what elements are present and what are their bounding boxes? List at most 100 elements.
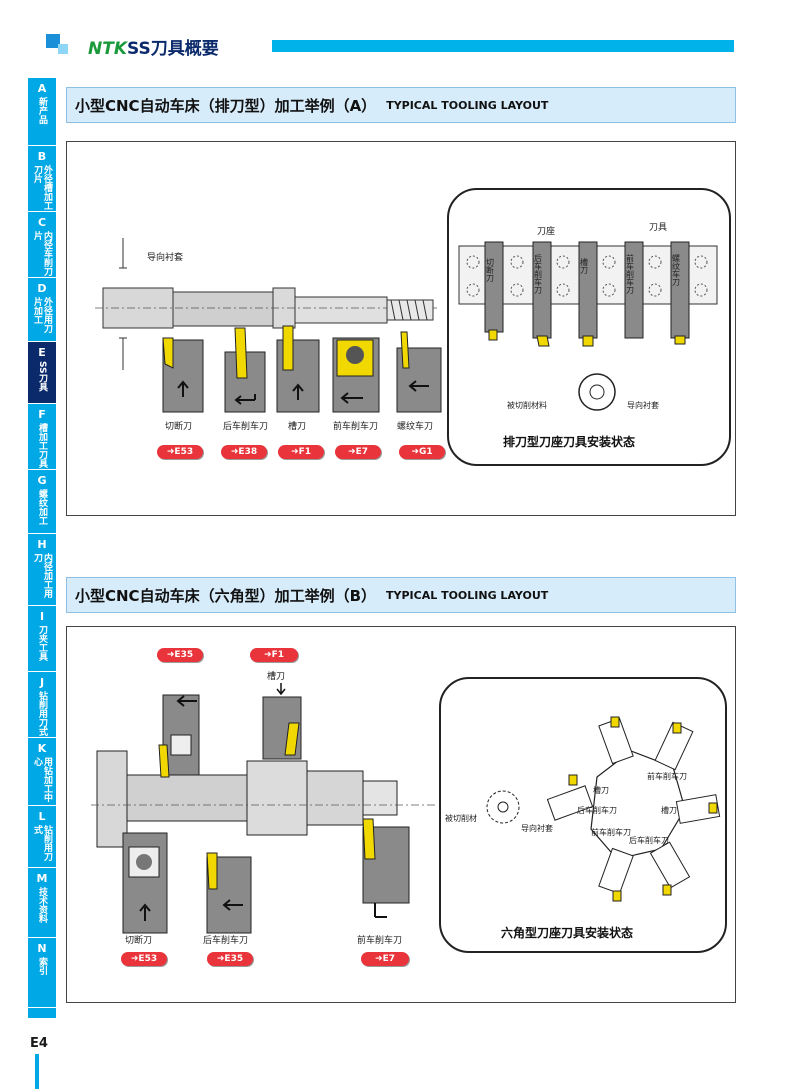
spindle xyxy=(91,750,437,848)
sidebar-tab-text: 内径加工用刀 xyxy=(32,553,52,598)
brand-name: NTK xyxy=(88,39,127,59)
turret-tool-1: 槽刀 xyxy=(593,785,609,795)
sidebar-tab-letter: D xyxy=(37,282,47,295)
sidebar-tab-b[interactable]: B 外径槽加工刀片 xyxy=(28,146,56,212)
ref-badge-a2[interactable]: ➜ E38 xyxy=(221,445,267,459)
sidebar-tab-text: 用钻加工中心 xyxy=(32,757,52,802)
ref-badge-a3[interactable]: ➜ F1 xyxy=(278,445,324,459)
section-b-caption: 六角型刀座刀具安装状态 xyxy=(501,925,633,940)
tool-label-4: 前车削车刀 xyxy=(333,420,378,432)
turret-tool-3: 槽刀 xyxy=(661,805,677,815)
ref-badge-a5[interactable]: ➜ G1 xyxy=(399,445,445,459)
section-a-diagram: 导向衬套 切断刀 后车削车刀 槽 xyxy=(95,238,442,432)
gang-tool-2: 后车削车刀 xyxy=(534,253,543,295)
tool-b-label-3: 前车削车刀 xyxy=(357,934,402,946)
sidebar-tab-text: 外径用刀片加工 xyxy=(32,297,52,333)
tool-label-1: 切断刀 xyxy=(165,420,192,432)
header-logo-square-small xyxy=(58,44,68,54)
sidebar-tab-h[interactable]: H 内径加工用刀 xyxy=(28,534,56,606)
sidebar-tab-text: 钻削用刀式 xyxy=(37,691,47,736)
section-b-diagram: 槽刀 切断刀 后车削车刀 前车削车刀 xyxy=(91,670,437,946)
tool-back-turning xyxy=(224,327,266,413)
sidebar-tab-letter: G xyxy=(37,474,47,487)
ref-badge-b1[interactable]: ➜ E53 xyxy=(121,952,167,966)
turret-tool-4: 后车削车刀 xyxy=(629,835,669,845)
tool-label-5: 螺纹车刀 xyxy=(397,420,433,432)
sidebar-tab-letter: E xyxy=(38,346,46,359)
sidebar-tab-letter: M xyxy=(36,872,48,885)
tool-label-3: 槽刀 xyxy=(288,420,306,432)
ref-badge-b3[interactable]: ➜ E7 xyxy=(361,952,409,966)
sidebar-tab-l[interactable]: L 钻削用刀式 xyxy=(28,806,56,868)
header-bar xyxy=(272,40,734,52)
section-a-subtitle: TYPICAL TOOLING LAYOUT xyxy=(386,98,549,112)
sidebar-tab-text: 内径车削刀片 xyxy=(32,231,52,276)
ref-badge-b-top1[interactable]: ➜ E35 xyxy=(157,648,203,662)
turret-hexagon xyxy=(590,750,686,860)
bush-symbol xyxy=(578,373,616,411)
sidebar-tab-text: 螺纹加工 xyxy=(37,489,47,525)
sidebar-tab-n[interactable]: N 索引 xyxy=(28,938,56,1008)
holder-label: 刀座 xyxy=(537,225,555,237)
workpiece-label-b: 被切削材 xyxy=(445,813,477,823)
sidebar-tab-text: 新产品 xyxy=(37,97,47,124)
tool-b-back-turning-top xyxy=(158,694,200,778)
sidebar-tab-letter: B xyxy=(37,150,47,163)
ref-badge-a1[interactable]: ➜ E53 xyxy=(157,445,203,459)
page-number-line xyxy=(35,1054,39,1089)
sidebar-tab-g[interactable]: G 螺纹加工 xyxy=(28,470,56,534)
page-header-title: NTKSS刀具概要 xyxy=(88,34,219,59)
thread-end xyxy=(386,299,434,321)
ref-badge-b2[interactable]: ➜ E35 xyxy=(207,952,253,966)
tool-cutoff xyxy=(162,337,204,413)
guide-bush-marker xyxy=(119,238,127,370)
sidebar-tab-letter: A xyxy=(37,82,47,95)
header-title-text: SS刀具概要 xyxy=(127,39,219,59)
tool-b-front-turning xyxy=(362,818,410,918)
sidebar-tab-a[interactable]: A 新产品 xyxy=(28,78,56,146)
tool-label: 刀具 xyxy=(649,222,667,233)
sidebar-tab-letter: L xyxy=(38,810,46,823)
sidebar-tab-c[interactable]: C 内径车削刀片 xyxy=(28,212,56,278)
sidebar-tab-text: 钻削用刀式 xyxy=(32,825,52,861)
ref-badge-b-top2[interactable]: ➜ F1 xyxy=(250,648,298,662)
gang-tool-4: 前车削车刀 xyxy=(626,253,635,295)
guide-bush-label: 导向衬套 xyxy=(147,251,183,263)
gang-tool-3: 槽刀 xyxy=(580,257,589,275)
sidebar-tab-letter: N xyxy=(37,942,47,955)
section-b-header: 小型CNC自动车床（六角型）加工举例（B） TYPICAL TOOLING LA… xyxy=(66,577,736,613)
page-number: E4 xyxy=(30,1036,48,1051)
tool-b-cutoff xyxy=(122,832,168,934)
sidebar-tab-letter: C xyxy=(37,216,47,229)
sidebar-tab-text: 槽加工刀具 xyxy=(37,423,47,468)
section-a-panel: 导向衬套 切断刀 后车削车刀 槽 xyxy=(66,141,736,516)
turret-tool-6: 后车削车刀 xyxy=(577,805,617,815)
workpiece-symbol xyxy=(486,790,520,824)
section-b-panel: 槽刀 切断刀 后车削车刀 前车削车刀 ➜ E35 ➜ F1 ➜ E53 ➜ E3… xyxy=(66,626,736,1003)
section-a-header: 小型CNC自动车床（排刀型）加工举例（A） TYPICAL TOOLING LA… xyxy=(66,87,736,123)
sidebar-tab-text: 索引 xyxy=(37,957,47,975)
sidebar-tab-text: 外径槽加工刀片 xyxy=(32,165,52,210)
section-b-title: 小型CNC自动车床（六角型）加工举例（B） xyxy=(75,586,377,605)
ref-badge-a4[interactable]: ➜ E7 xyxy=(335,445,381,459)
sidebar-tab-d[interactable]: D 外径用刀片加工 xyxy=(28,278,56,342)
tool-label-2: 后车削车刀 xyxy=(223,420,268,432)
section-a-title: 小型CNC自动车床（排刀型）加工举例（A） xyxy=(75,96,377,115)
sidebar-tab-letter: H xyxy=(37,538,47,551)
tool-grooving xyxy=(276,325,320,413)
groove-label-b: 槽刀 xyxy=(267,670,285,682)
turret-tool-2: 前车削车刀 xyxy=(647,771,687,781)
sidebar-tab-text: 刀夹工具 xyxy=(37,625,47,661)
tool-b-label-2: 后车削车刀 xyxy=(203,934,248,946)
gang-tool-diagram: 刀座 刀具 xyxy=(458,222,718,449)
guide-bush-label-b: 导向衬套 xyxy=(521,823,553,833)
tool-b-groove-top xyxy=(262,696,302,760)
bar-stock xyxy=(95,287,437,329)
